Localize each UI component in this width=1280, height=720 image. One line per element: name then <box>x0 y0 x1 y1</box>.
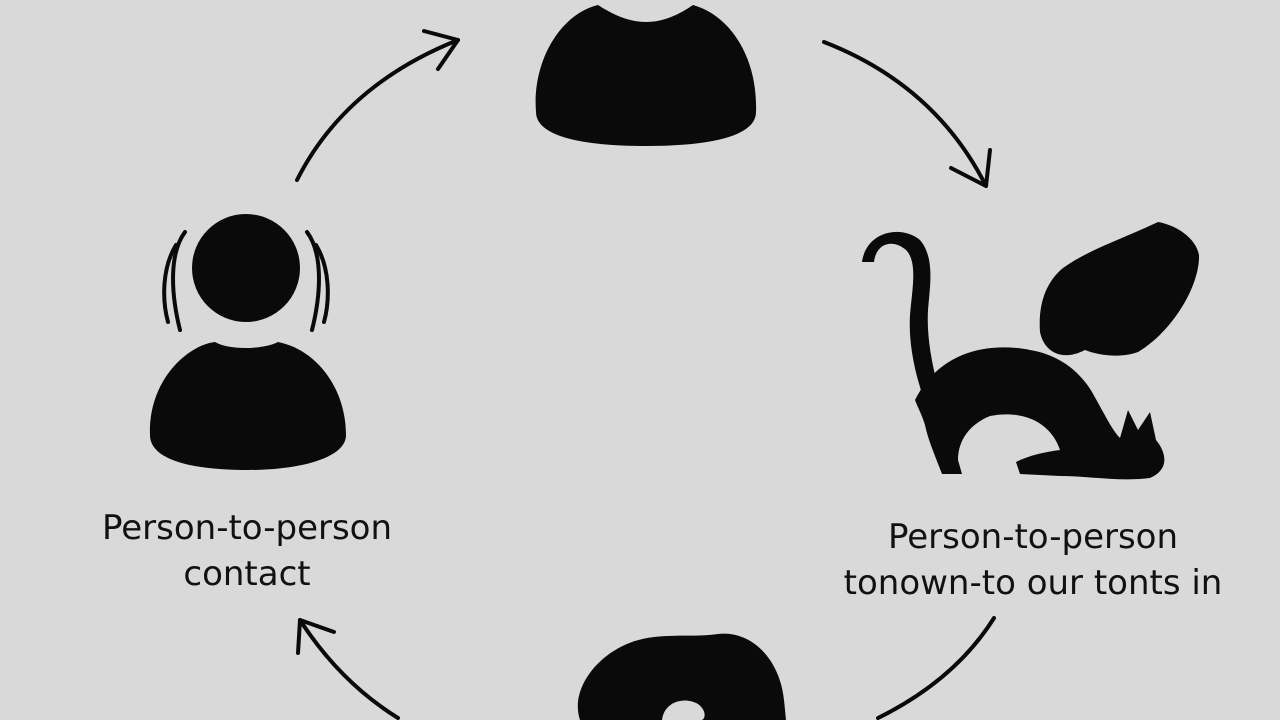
cycle-arrow-top-to-right <box>822 40 992 188</box>
left-caption-line-1: Person-to-person <box>101 508 393 548</box>
cycle-arrow-right-to-bottom <box>876 616 996 720</box>
swirl-blob-icon <box>577 633 786 720</box>
person-with-motion-lines-icon <box>149 214 346 470</box>
cat-and-hand-icon <box>862 222 1200 480</box>
person-silhouette-icon <box>535 5 757 146</box>
cycle-arrow-bottom-to-left <box>296 618 400 720</box>
left-node-caption: Person-to-person contact <box>62 505 432 597</box>
right-caption-line-1: Person-to-person <box>887 517 1179 557</box>
left-caption-line-2: contact <box>183 554 311 594</box>
right-node-caption: Person-to-person tonown-to our tonts in <box>818 514 1248 606</box>
cycle-arrow-left-to-top <box>295 29 460 182</box>
right-caption-line-2: tonown-to our tonts in <box>843 563 1223 603</box>
